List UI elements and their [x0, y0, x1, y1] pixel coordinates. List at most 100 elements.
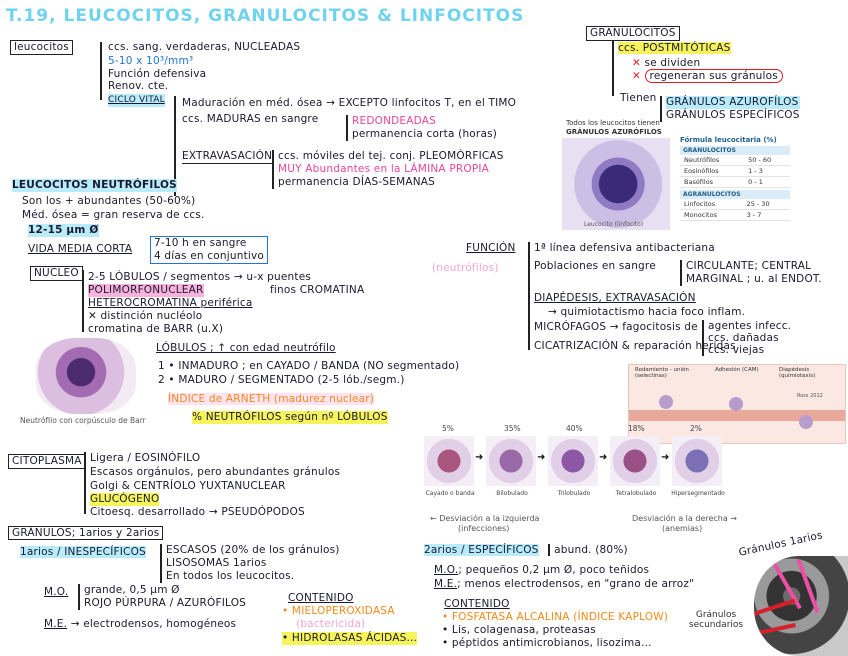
- agentes: agentes infecc.: [708, 320, 792, 332]
- nucleo-bracket: [82, 270, 84, 332]
- moviles-text: ccs. móviles del tej. conj. PLEOMÓRFICAS: [278, 150, 504, 162]
- row-neutro: Neutrófilos: [680, 155, 745, 166]
- me-text: → electrodensos, homogéneos: [70, 618, 237, 630]
- mo2-row: M.O.; pequeños 0,2 µm Ø, poco teñidos: [434, 564, 649, 577]
- left-deviation-sub: (infecciones): [458, 524, 510, 533]
- extravasacion-box: ccs. móviles del tej. conj. PLEOMÓRFICAS…: [272, 150, 504, 189]
- contenido-2: CONTENIDO: [444, 598, 510, 610]
- vida-media: VIDA MEDIA CORTA: [28, 243, 133, 255]
- dias-1: 7-10 h en sangre: [154, 237, 247, 249]
- row-baso: Basófilos: [680, 176, 745, 188]
- nucleo-barr: cromatina de BARR (u.X): [88, 323, 224, 335]
- granule-photo: [754, 556, 848, 656]
- neutrofilo-caption: Neutrófilo con corpúsculo de Barr: [20, 416, 146, 425]
- escasos: ESCASOS (20% de los gránulos): [166, 544, 340, 556]
- stage-name: Hipersegmentado: [671, 490, 725, 497]
- neutrofilos-heading: LEUCOCITOS NEUTRÓFILOS: [12, 179, 177, 192]
- contenido-2b: • Lis, colagenasa, proteasas: [442, 624, 596, 636]
- mo2-label: M.O.: [434, 564, 459, 576]
- lobulos-heading: LÓBULOS ; ↑ con edad neutrófilo: [156, 342, 336, 354]
- gran-line: [612, 40, 614, 96]
- leucocitos-line-1: ccs. sang. verdaderas, NUCLEADAS: [108, 41, 301, 53]
- nucleo-finos: finos CROMATINA: [270, 284, 365, 296]
- contenido-1b: (bactericida): [296, 618, 366, 630]
- stage-image: [424, 436, 474, 486]
- nucleo-nucleolo: ✕ distinción nucléolo: [88, 310, 203, 322]
- nucleo-lobulos: 2-5 LÓBULOS / segmentos → u-x puentes: [88, 271, 312, 283]
- ciclo-vital-label: CICLO VITAL: [108, 94, 165, 107]
- diagram-cell-1: [659, 395, 673, 409]
- funcion-agentes-box: agentes infecc. ccs. dañadas ccs. viejas: [702, 320, 791, 356]
- me-label: M.E.: [44, 618, 68, 630]
- citoplasma-l3: Golgi & CENTRÍOLO YUXTANUCLEAR: [90, 480, 286, 492]
- figure-caption-top: Todos los leucocitos tienen: [566, 119, 660, 127]
- citoplasma-l1: Ligera / EOSINÓFILO: [90, 452, 201, 464]
- diagram-label-2: Adhesión (CAM): [715, 367, 759, 373]
- citoplasma-label: CITOPLASMA: [8, 454, 86, 469]
- funcion-pools: CIRCULANTE; CENTRAL MARGINAL ; u. al END…: [680, 260, 822, 286]
- granulos-label-value: GRÁNULOS; 1arios y 2arios: [8, 526, 164, 540]
- formula-title: Fórmula leucocitaria (%): [680, 136, 777, 144]
- granulos-prim-box: ESCASOS (20% de los gránulos) LISOSOMAS …: [160, 544, 340, 583]
- viejas: ccs. viejas: [708, 344, 765, 356]
- gran-x1-value: se dividen: [644, 57, 701, 69]
- right-deviation-sub: (anemias): [662, 524, 703, 533]
- funcion-label: FUNCIÓN: [466, 242, 516, 254]
- red-arrow-2: [754, 623, 796, 637]
- stage-percent: 18%: [628, 424, 645, 433]
- dias-2: 4 días en conjuntivo: [154, 250, 265, 262]
- funcion-sub: (neutrófilos): [432, 262, 499, 274]
- photo-watermark: Leucocito (linfocito): [584, 221, 644, 228]
- funcion-bracket: [528, 242, 530, 350]
- mo-text2: ROJO PÚRPURA / AZURÓFILOS: [84, 597, 247, 609]
- me2-row: M.E.; menos electrodensos, en "grano de …: [434, 578, 694, 591]
- citoplasma-bracket: [84, 452, 86, 514]
- neutrofilos-size: 12-15 µm Ø: [28, 224, 99, 237]
- contenido-2c: • péptidos antimicrobianos, lisozima...: [442, 637, 652, 649]
- diagram-cell-2: [729, 397, 743, 411]
- stage-maduro: 2 • MADURO / SEGMENTADO (2-5 lób./segm.): [158, 374, 405, 386]
- nucleo-poli: POLIMORFONUCLEAR: [88, 284, 204, 297]
- figure-caption-bottom: GRÁNULOS AZURÓFILOS: [566, 128, 662, 136]
- formula-table: Fórmula leucocitaria (%) GRANULOCITOS Ne…: [680, 136, 790, 221]
- gran-azur: GRÁNULOS AZUROFÍLOS: [666, 96, 800, 109]
- red-arrow-1: [754, 598, 796, 618]
- stage-image: [548, 436, 598, 486]
- row-linfo-val: 25 - 30: [742, 199, 790, 210]
- permanencia-larga-text: permanencia DÍAS-SEMANAS: [278, 176, 436, 188]
- pool-marginal: MARGINAL ; u. al ENDOT.: [686, 273, 822, 285]
- diagram-cell-3: [799, 415, 813, 429]
- stage-image: [486, 436, 536, 486]
- diagram-note: Ross 2012: [797, 393, 823, 399]
- stage-name: Cayado o banda: [425, 490, 475, 497]
- stage-percent: 5%: [442, 424, 454, 433]
- leucocitos-line-4: Renov. cte.: [108, 80, 169, 92]
- redondeadas-box: REDONDEADAS permanencia corta (horas): [346, 115, 497, 141]
- diagram-label-3: Diapédesis (quimiotaxis): [779, 367, 816, 379]
- row-linfo: Linfocitos: [680, 199, 743, 210]
- gran-x2-value: regeneran sus gránulos: [644, 69, 783, 83]
- granulos-sec-value: 2arios / ESPECÍFICOS: [424, 544, 539, 556]
- funcion-quimio: → quimiotactismo hacia foco inflam.: [548, 306, 746, 318]
- me2-text: ; menos electrodensos, en "grano de arro…: [457, 578, 695, 590]
- gran-ccs: ccs. POSTMITÓTICAS: [618, 42, 731, 55]
- mo-box: grande, 0,5 µm Ø ROJO PÚRPURA / AZURÓFIL…: [78, 584, 246, 610]
- row-mono-val: 3 - 7: [742, 209, 790, 221]
- lisosomas: LISOSOMAS 1arios: [166, 557, 267, 569]
- granulos-abund: abund. (80%): [548, 544, 628, 556]
- permanencia-text: permanencia corta (horas): [352, 128, 498, 140]
- gran-ccs-value: ccs. POSTMITÓTICAS: [618, 42, 731, 54]
- stage-percent: 40%: [566, 424, 583, 433]
- maduracion-text: Maduración en méd. ósea → EXCEPTO linfoc…: [182, 97, 516, 110]
- row-mono: Monocitos: [680, 209, 743, 221]
- vida-box: 7-10 h en sangre 4 días en conjuntivo: [150, 236, 269, 264]
- granulos-primarios: 1arios / INESPECÍFICOS: [20, 546, 146, 559]
- neutrofilo-photo: [36, 338, 136, 414]
- mo2-text: ; pequeños 0,2 µm Ø, poco teñidos: [458, 564, 650, 576]
- me-row: M.E. → electrodensos, homogéneos: [44, 618, 236, 631]
- arneth-value: ÍNDICE de ARNETH (madurez nuclear): [168, 393, 375, 405]
- stage-name: Bilobulado: [496, 490, 528, 497]
- diagram-label-1: Rodamiento - unión (selectinas): [635, 367, 689, 379]
